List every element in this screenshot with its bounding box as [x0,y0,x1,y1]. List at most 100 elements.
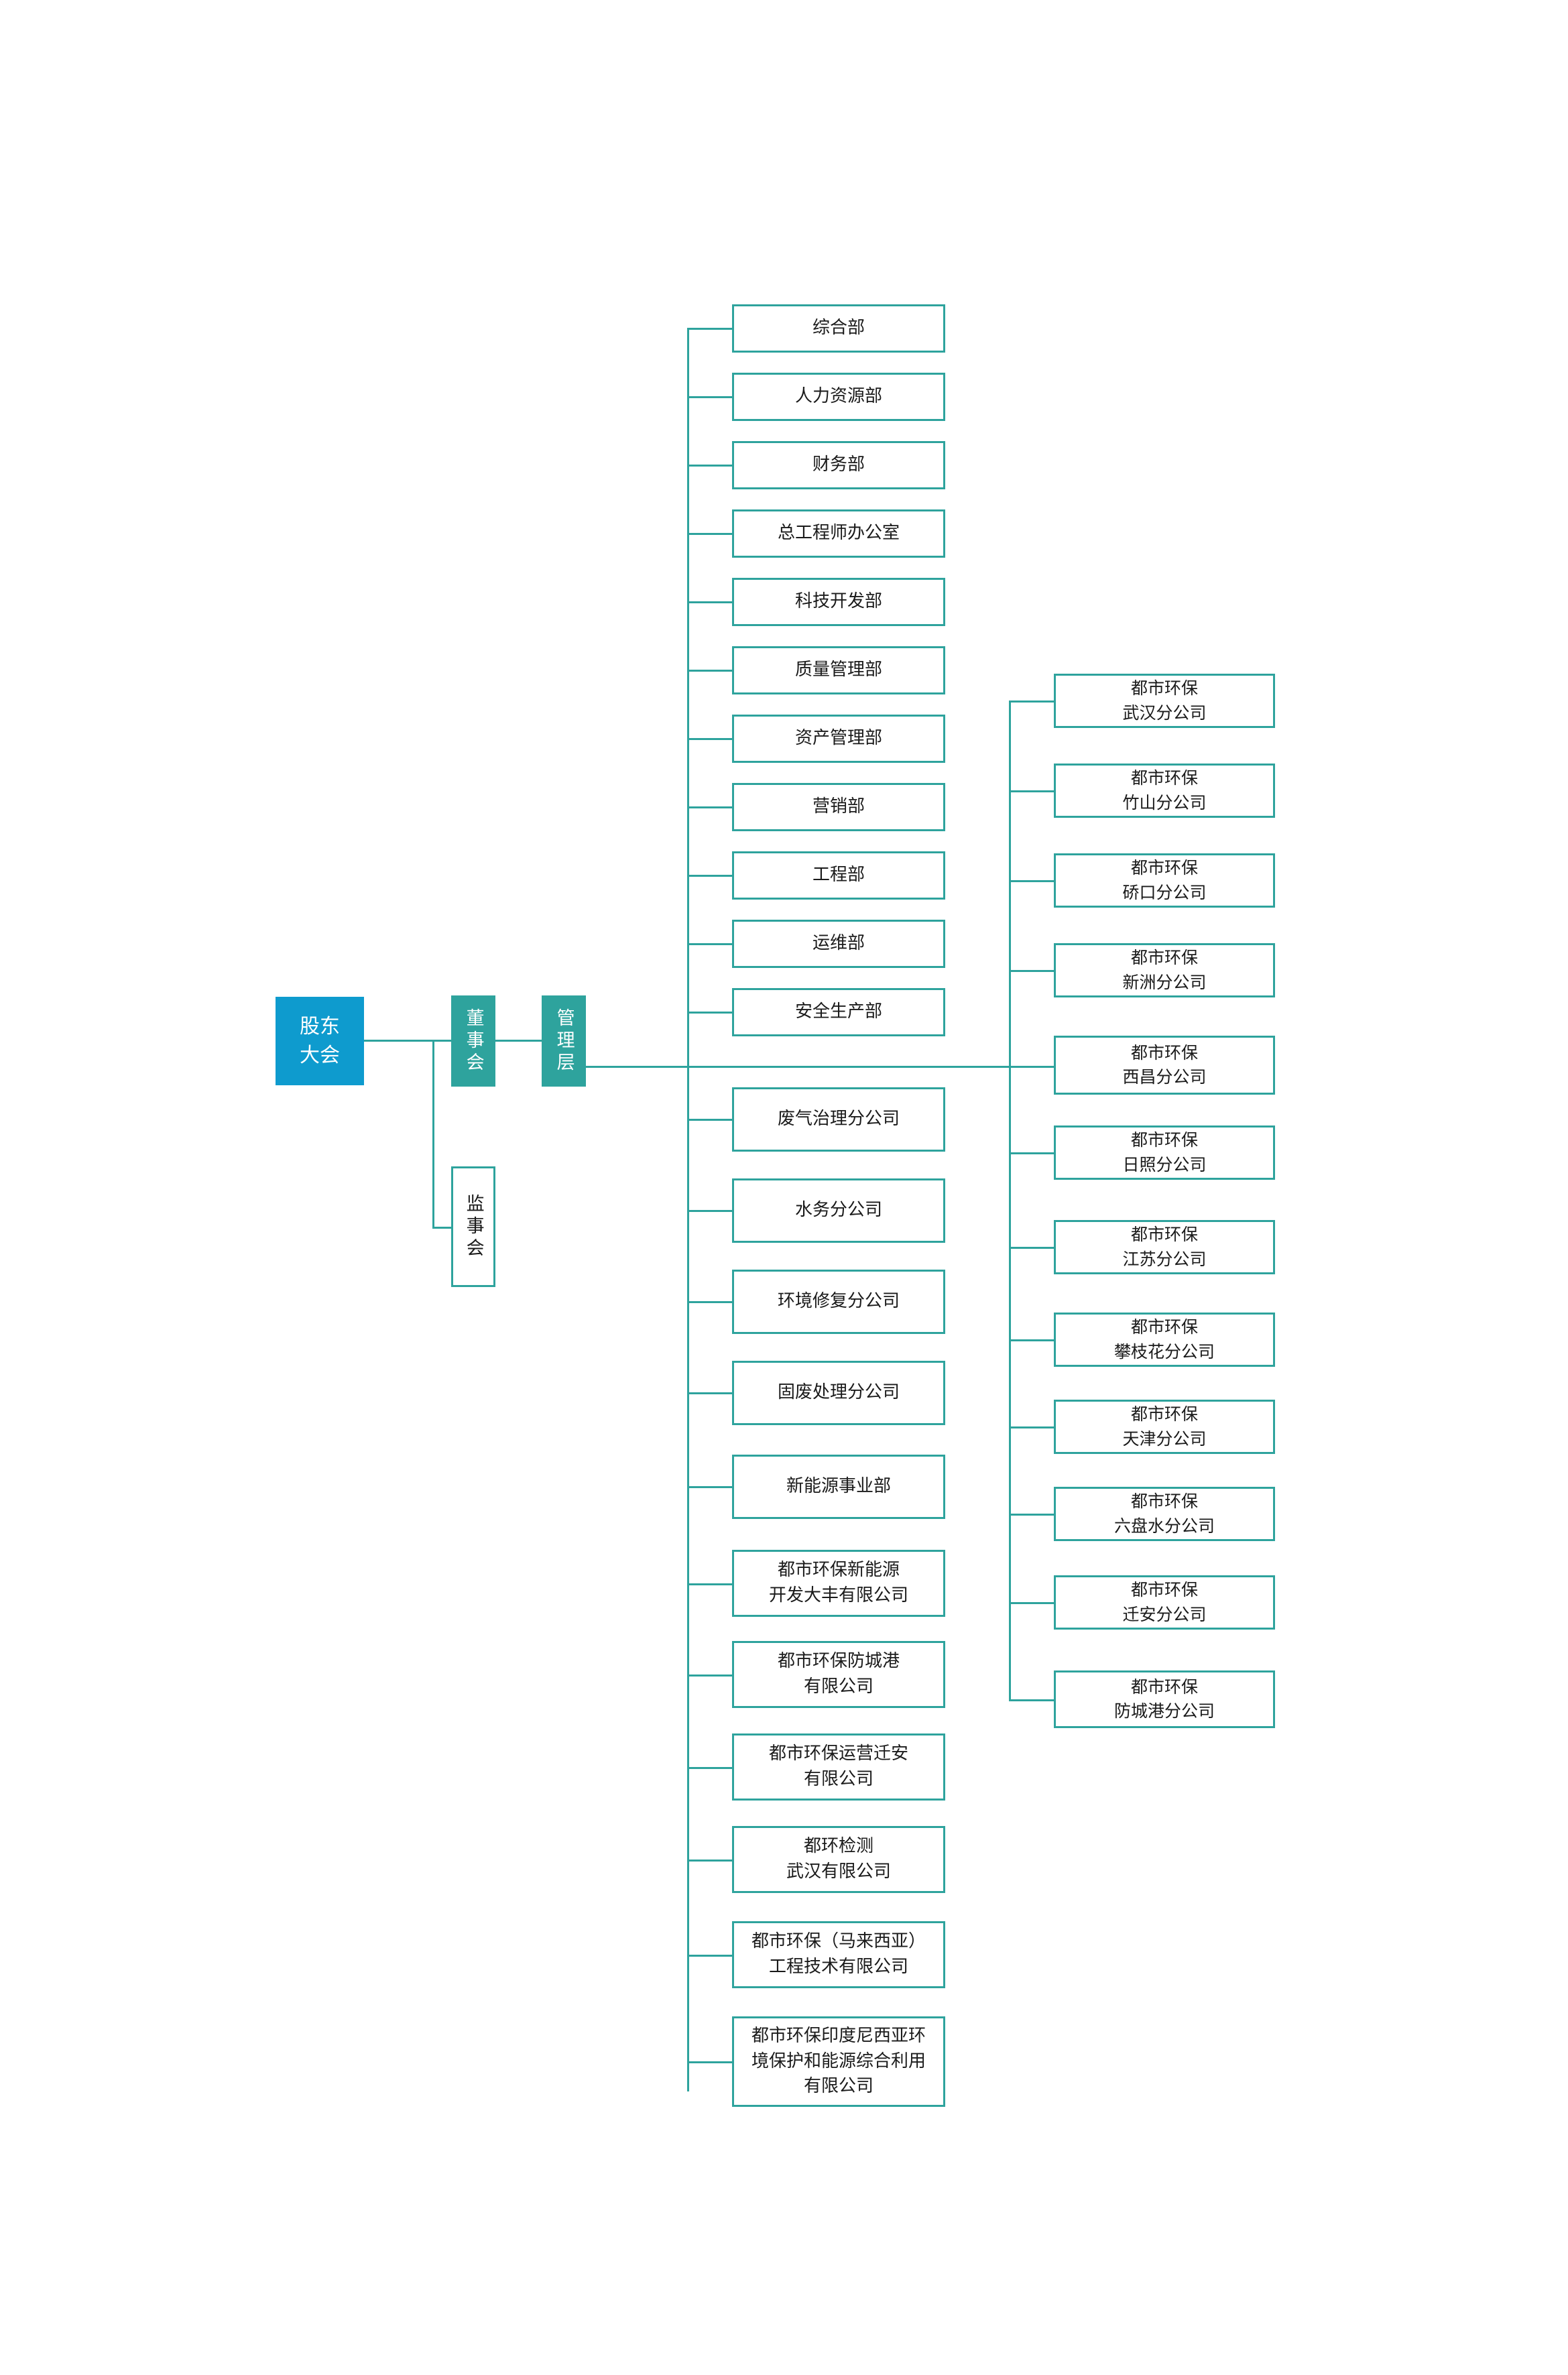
business-unit-label: 水务分公司 [794,1200,882,1221]
node-department[interactable]: 科技开发部 [732,578,945,626]
branch-label: 都市环保 六盘水分公司 [1113,1491,1215,1536]
connector-branch-stub [1009,1339,1054,1341]
node-department[interactable]: 财务部 [732,441,945,489]
business-unit-label: 都市环保运营迁安 有限公司 [768,1744,908,1789]
node-branch[interactable]: 都市环保 迁安分公司 [1054,1575,1275,1630]
department-label: 工程部 [812,865,865,886]
node-business-unit[interactable]: 环境修复分公司 [732,1270,945,1334]
node-business-unit[interactable]: 新能源事业部 [732,1455,945,1519]
node-branch[interactable]: 都市环保 防城港分公司 [1054,1670,1275,1728]
node-department[interactable]: 营销部 [732,783,945,831]
connector-business-unit-stub [687,1860,732,1862]
connector-business-unit-stub [687,1955,732,1957]
branch-label: 都市环保 新洲分公司 [1122,948,1207,992]
connector-department-stub [687,670,732,672]
department-label: 科技开发部 [794,591,882,612]
department-label: 质量管理部 [794,660,882,680]
branch-label: 都市环保 西昌分公司 [1122,1042,1207,1087]
business-unit-label: 都市环保（马来西亚） 工程技术有限公司 [751,1931,926,1977]
department-label: 资产管理部 [794,728,882,749]
node-branch[interactable]: 都市环保 竹山分公司 [1054,764,1275,818]
node-business-unit[interactable]: 废气治理分公司 [732,1087,945,1152]
node-board-of-directors[interactable]: 董事会 [451,995,495,1087]
node-department[interactable]: 人力资源部 [732,373,945,421]
node-branch[interactable]: 都市环保 江苏分公司 [1054,1220,1275,1274]
connector-management-trunk [586,1066,1011,1068]
connector-department-stub [687,328,732,330]
node-branch[interactable]: 都市环保 六盘水分公司 [1054,1487,1275,1541]
shareholders-meeting-label: 股东 大会 [300,1014,340,1068]
connector-department-stub [687,1012,732,1014]
business-unit-label: 新能源事业部 [786,1476,891,1497]
connector-middle-spine-lower [687,1066,689,2091]
connector-business-unit-stub [687,1210,732,1212]
connector-department-stub [687,943,732,945]
connector-department-stub [687,806,732,808]
management-layer-label: 管理层 [553,1008,575,1075]
department-label: 安全生产部 [794,1001,882,1022]
department-label: 总工程师办公室 [777,523,900,544]
node-branch[interactable]: 都市环保 硚口分公司 [1054,853,1275,908]
branch-label: 都市环保 防城港分公司 [1113,1677,1215,1721]
node-shareholders-meeting[interactable]: 股东 大会 [276,997,364,1085]
node-board-of-supervisors[interactable]: 监事会 [451,1166,495,1287]
connector-business-unit-stub [687,1767,732,1769]
connector-branch-stub [1009,701,1054,703]
node-business-unit[interactable]: 固废处理分公司 [732,1361,945,1425]
department-label: 财务部 [812,454,865,475]
connector-branch-stub [1009,1514,1054,1516]
node-business-unit[interactable]: 都市环保运营迁安 有限公司 [732,1733,945,1801]
connector-business-unit-stub [687,2061,732,2063]
connector-right-spine [1009,701,1011,1699]
node-department[interactable]: 质量管理部 [732,646,945,694]
connector-shareholders-drop [432,1040,434,1227]
node-department[interactable]: 运维部 [732,920,945,968]
connector-business-unit-stub [687,1486,732,1488]
board-of-directors-label: 董事会 [463,1008,484,1075]
node-business-unit[interactable]: 都市环保（马来西亚） 工程技术有限公司 [732,1921,945,1988]
business-unit-label: 都市环保新能源 开发大丰有限公司 [768,1560,908,1605]
branch-label: 都市环保 江苏分公司 [1122,1225,1207,1269]
node-department[interactable]: 综合部 [732,304,945,353]
connector-business-unit-stub [687,1392,732,1394]
node-branch[interactable]: 都市环保 天津分公司 [1054,1400,1275,1454]
node-branch[interactable]: 都市环保 武汉分公司 [1054,674,1275,728]
node-business-unit[interactable]: 都市环保新能源 开发大丰有限公司 [732,1550,945,1617]
node-branch[interactable]: 都市环保 西昌分公司 [1054,1036,1275,1095]
business-unit-label: 都市环保印度尼西亚环 境保护和能源综合利用 有限公司 [751,2025,926,2097]
connector-shareholders-to-board [364,1040,451,1042]
node-business-unit[interactable]: 都市环保防城港 有限公司 [732,1641,945,1708]
node-management-layer[interactable]: 管理层 [542,995,586,1087]
node-business-unit[interactable]: 都市环保印度尼西亚环 境保护和能源综合利用 有限公司 [732,2016,945,2107]
connector-department-stub [687,601,732,603]
node-business-unit[interactable]: 都环检测 武汉有限公司 [732,1826,945,1893]
node-department[interactable]: 总工程师办公室 [732,509,945,558]
connector-branch-stub [1009,1247,1054,1249]
connector-to-supervisors [432,1227,451,1229]
business-unit-label: 都环检测 武汉有限公司 [786,1836,891,1882]
node-branch[interactable]: 都市环保 日照分公司 [1054,1125,1275,1180]
node-department[interactable]: 资产管理部 [732,715,945,763]
branch-label: 都市环保 硚口分公司 [1122,858,1207,902]
department-label: 综合部 [812,318,865,339]
branch-label: 都市环保 武汉分公司 [1122,678,1207,723]
connector-department-stub [687,533,732,535]
business-unit-label: 废气治理分公司 [777,1109,900,1130]
node-department[interactable]: 安全生产部 [732,988,945,1036]
connector-department-stub [687,738,732,740]
department-label: 运维部 [812,933,865,954]
node-branch[interactable]: 都市环保 攀枝花分公司 [1054,1313,1275,1367]
node-business-unit[interactable]: 水务分公司 [732,1178,945,1243]
connector-board-to-management [495,1040,542,1042]
node-branch[interactable]: 都市环保 新洲分公司 [1054,943,1275,997]
connector-business-unit-stub [687,1674,732,1677]
connector-business-unit-stub [687,1301,732,1303]
connector-department-stub [687,396,732,398]
node-department[interactable]: 工程部 [732,851,945,900]
branch-label: 都市环保 迁安分公司 [1122,1580,1207,1624]
department-label: 人力资源部 [794,386,882,407]
connector-department-stub [687,875,732,877]
business-unit-label: 都市环保防城港 有限公司 [777,1651,900,1697]
branch-label: 都市环保 天津分公司 [1122,1404,1207,1449]
branch-label: 都市环保 竹山分公司 [1122,768,1207,812]
